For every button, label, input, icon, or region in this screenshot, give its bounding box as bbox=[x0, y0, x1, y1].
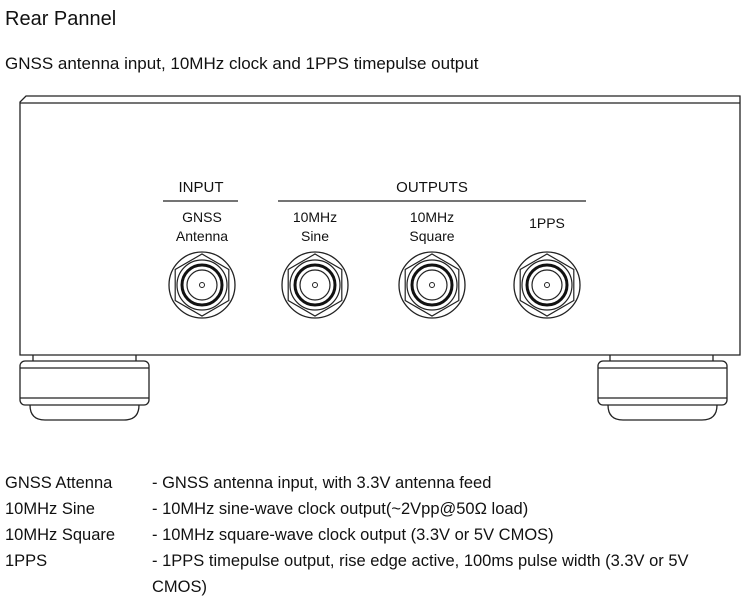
section-subtitle: GNSS antenna input, 10MHz clock and 1PPS… bbox=[5, 54, 479, 73]
description-term: GNSS Attenna bbox=[5, 474, 113, 492]
sma-connector bbox=[281, 251, 349, 319]
description-term: 10MHz Sine bbox=[5, 500, 95, 518]
connector-label: GNSS bbox=[182, 209, 222, 225]
description-text: - 10MHz sine-wave clock output(~2Vpp@50Ω… bbox=[152, 500, 529, 518]
sma-connector bbox=[398, 251, 466, 319]
description-text: - 10MHz square-wave clock output (3.3V o… bbox=[152, 526, 554, 544]
description-text: - 1PPS timepulse output, rise edge activ… bbox=[152, 552, 689, 596]
connector-label: 1PPS bbox=[529, 215, 565, 231]
connector-label: Sine bbox=[301, 228, 329, 244]
left-foot bbox=[19, 355, 150, 421]
description-row: GNSS Attenna - GNSS antenna input, with 3… bbox=[5, 470, 747, 496]
connector-label: 10MHz bbox=[293, 209, 337, 225]
description-term: 10MHz Square bbox=[5, 526, 116, 544]
description-row: 10MHz Square - 10MHz square-wave clock ou… bbox=[5, 522, 747, 548]
description-term: 1PPS bbox=[5, 552, 48, 570]
connector-label: Antenna bbox=[176, 228, 228, 244]
connector-label: Square bbox=[409, 228, 454, 244]
input-header: INPUT bbox=[179, 179, 224, 196]
connector-label: 10MHz bbox=[410, 209, 454, 225]
sma-connector bbox=[168, 251, 236, 319]
connector-descriptions: GNSS Attenna - GNSS antenna input, with 3… bbox=[5, 470, 747, 600]
right-foot bbox=[597, 355, 728, 421]
description-row: 1PPS - 1PPS timepulse output, rise edge a… bbox=[5, 548, 747, 600]
section-title: Rear Pannel bbox=[5, 8, 117, 30]
chassis-outline bbox=[19, 95, 741, 356]
outputs-header: OUTPUTS bbox=[396, 179, 468, 196]
description-text: - GNSS antenna input, with 3.3V antenna … bbox=[152, 474, 492, 492]
sma-connector bbox=[513, 251, 581, 319]
description-row: 10MHz Sine - 10MHz sine-wave clock output… bbox=[5, 496, 747, 522]
